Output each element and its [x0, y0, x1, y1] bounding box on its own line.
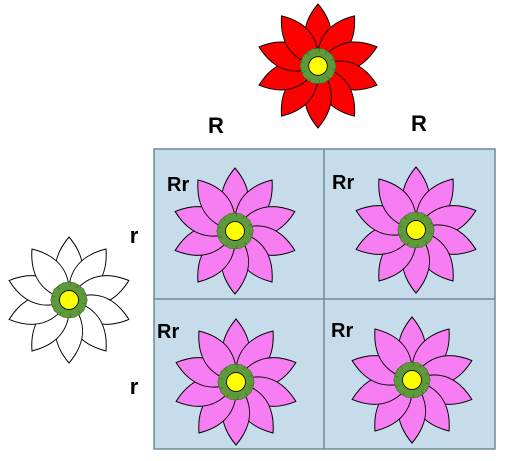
flower-center	[402, 370, 422, 390]
pink-flower-icon-top-right	[355, 166, 477, 294]
cell-genotype-bottom-left: Rr	[157, 321, 179, 343]
cell-genotype-bottom-right: Rr	[331, 320, 353, 342]
flower-center	[406, 220, 426, 240]
top-allele-left: R	[208, 113, 224, 138]
pink-flower-icon-bottom-left	[175, 318, 297, 446]
left-allele-top: r	[130, 223, 139, 248]
cell-genotype-top-right: Rr	[332, 172, 354, 194]
flower-center	[308, 56, 328, 76]
top-allele-right: R	[411, 111, 427, 136]
petals	[8, 236, 130, 364]
flower-center	[59, 290, 79, 310]
white-flower-icon	[8, 236, 130, 364]
flower-center	[225, 221, 245, 241]
red-flower-icon	[258, 3, 378, 129]
pink-flower-icon-top-left	[174, 167, 296, 295]
cell-genotype-top-left: Rr	[167, 174, 189, 196]
pink-flower-icon-bottom-right	[351, 316, 473, 444]
left-allele-bottom: r	[130, 374, 139, 399]
flower-center	[226, 372, 246, 392]
